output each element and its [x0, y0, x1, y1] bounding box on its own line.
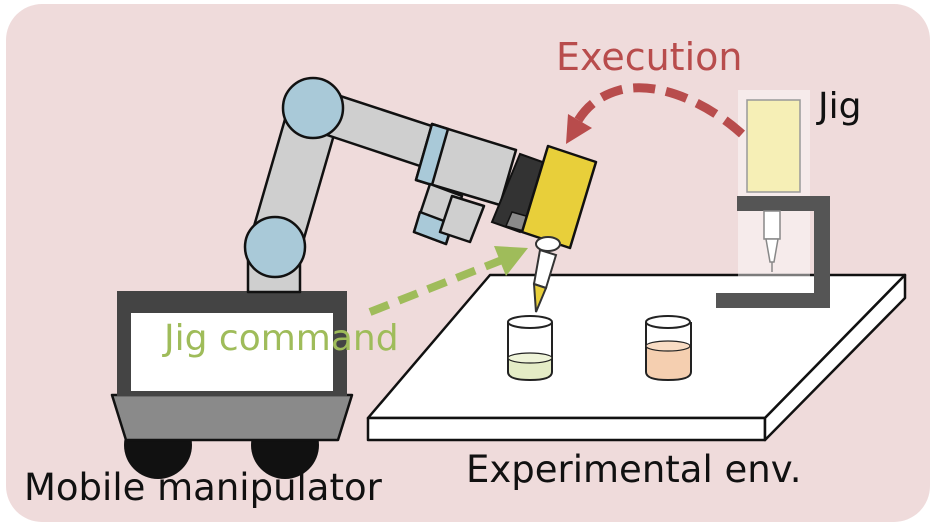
experimental-table	[366, 273, 907, 442]
label-experimental-env: Experimental env.	[466, 448, 802, 491]
robot-arm	[243, 76, 518, 294]
tool-flange	[490, 152, 550, 234]
beaker-right	[645, 315, 692, 382]
elbow-joint	[243, 215, 307, 279]
label-mobile-manipulator: Mobile manipulator	[24, 466, 383, 509]
body-window	[131, 313, 333, 391]
jig-command-arrow	[368, 246, 528, 316]
beaker-left	[507, 315, 553, 382]
table-side-edge	[763, 273, 907, 442]
table-front-edge	[366, 416, 767, 442]
mobile-base	[110, 291, 354, 479]
shoulder-joint	[281, 76, 345, 140]
jig-clamp-frame	[716, 196, 830, 308]
label-execution: Execution	[556, 35, 742, 79]
jig-pipette	[763, 210, 781, 263]
execution-arrow	[566, 83, 746, 144]
jig-station	[716, 90, 830, 308]
arm-connector	[438, 194, 486, 244]
jig-yellow-panel	[746, 99, 801, 193]
label-jig: Jig	[816, 86, 861, 127]
chassis	[110, 393, 354, 442]
yellow-tool	[520, 144, 598, 250]
tool-pipette	[532, 236, 561, 313]
wrist-2-blue-band	[412, 210, 454, 246]
label-jig-command: Jig command	[162, 318, 399, 359]
